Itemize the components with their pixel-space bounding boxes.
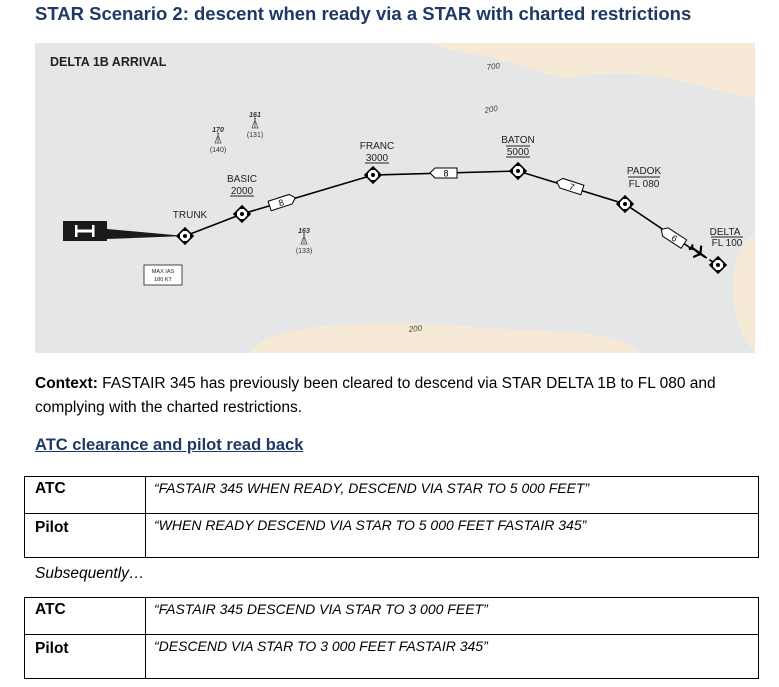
- message-cell: “FASTAIR 345 WHEN READY, DESCEND VIA STA…: [145, 476, 759, 514]
- distance-box-4: 6: [660, 227, 688, 249]
- arrival-name: DELTA 1B ARRIVAL: [50, 55, 167, 69]
- svg-text:8: 8: [277, 197, 285, 208]
- contour-200-north: 200: [483, 104, 499, 115]
- waypoint-padok-alt: FL 080: [629, 179, 660, 190]
- subsequently-label: Subsequently…: [35, 565, 145, 582]
- page-title: STAR Scenario 2: descent when ready via …: [35, 3, 692, 24]
- contour-200-south: 200: [407, 324, 423, 335]
- map-background: [35, 43, 755, 353]
- svg-text:MAX IAS: MAX IAS: [152, 269, 175, 275]
- svg-text:170: 170: [212, 127, 224, 134]
- table-row: ATC “FASTAIR 345 DESCEND VIA STAR TO 3 0…: [24, 597, 759, 635]
- svg-text:(140): (140): [210, 147, 226, 154]
- waypoint-baton-alt: 5000: [507, 147, 530, 158]
- svg-text:163: 163: [298, 228, 310, 235]
- svg-text:161: 161: [249, 112, 261, 119]
- waypoint-baton-name: BATON: [501, 135, 535, 146]
- aircraft-icon: [688, 244, 707, 259]
- obstacle-163: 163 (133): [296, 228, 312, 255]
- context-label: Context:: [35, 375, 98, 392]
- svg-text:180 KT: 180 KT: [154, 277, 172, 283]
- terrain-area-east: [732, 233, 755, 353]
- message-cell: “WHEN READY DESCEND VIA STAR TO 5 000 FE…: [145, 513, 759, 558]
- speaker-cell: ATC: [24, 476, 146, 514]
- max-ias-box: MAX IAS 180 KT: [143, 264, 183, 286]
- distance-box-1: 8: [267, 193, 296, 212]
- obstacle-170: 170 (140): [210, 127, 226, 154]
- svg-text:(133): (133): [296, 248, 312, 255]
- airport-runway-symbol: [63, 221, 185, 241]
- svg-text:7: 7: [568, 182, 576, 193]
- table-row: Pilot “DESCEND VIA STAR TO 3 000 FEET FA…: [24, 634, 759, 679]
- waypoint-trunk-name: TRUNK: [173, 210, 208, 221]
- speaker-cell: Pilot: [24, 634, 146, 679]
- obstacle-161: 161 (131): [247, 112, 263, 139]
- star-chart-svg: DELTA 1B ARRIVAL 700 200 200 8 8 7 6 TRU…: [35, 43, 755, 353]
- svg-text:(131): (131): [247, 132, 263, 139]
- star-chart: DELTA 1B ARRIVAL 700 200 200 8 8 7 6 TRU…: [35, 43, 755, 353]
- table-row: ATC “FASTAIR 345 WHEN READY, DESCEND VIA…: [24, 476, 759, 514]
- distance-box-3: 7: [556, 177, 585, 196]
- waypoint-franc-alt: 3000: [366, 153, 389, 164]
- section-heading: ATC clearance and pilot read back: [35, 436, 304, 454]
- contour-700: 700: [486, 61, 501, 72]
- waypoint-franc-name: FRANC: [360, 141, 394, 152]
- waypoint-basic-name: BASIC: [227, 174, 257, 185]
- context-paragraph: Context: FASTAIR 345 has previously been…: [35, 372, 755, 420]
- waypoint-basic-alt: 2000: [231, 186, 254, 197]
- context-text: FASTAIR 345 has previously been cleared …: [35, 375, 716, 416]
- waypoint-delta-alt: FL 100: [712, 238, 743, 249]
- clearance-table-2: ATC “FASTAIR 345 DESCEND VIA STAR TO 3 0…: [24, 597, 759, 679]
- message-cell: “DESCEND VIA STAR TO 3 000 FEET FASTAIR …: [145, 634, 759, 679]
- clearance-table-1: ATC “FASTAIR 345 WHEN READY, DESCEND VIA…: [24, 476, 759, 558]
- terrain-area-north: [430, 43, 755, 98]
- message-cell: “FASTAIR 345 DESCEND VIA STAR TO 3 000 F…: [145, 597, 759, 635]
- waypoint-delta-name: DELTA: [710, 227, 741, 238]
- speaker-cell: ATC: [24, 597, 146, 635]
- table-row: Pilot “WHEN READY DESCEND VIA STAR TO 5 …: [24, 513, 759, 558]
- waypoint-padok-name: PADOK: [627, 166, 662, 177]
- terrain-area-south: [250, 322, 640, 353]
- distance-box-2: 8: [429, 167, 458, 179]
- svg-text:8: 8: [443, 169, 448, 179]
- speaker-cell: Pilot: [24, 513, 146, 558]
- svg-text:6: 6: [670, 233, 680, 244]
